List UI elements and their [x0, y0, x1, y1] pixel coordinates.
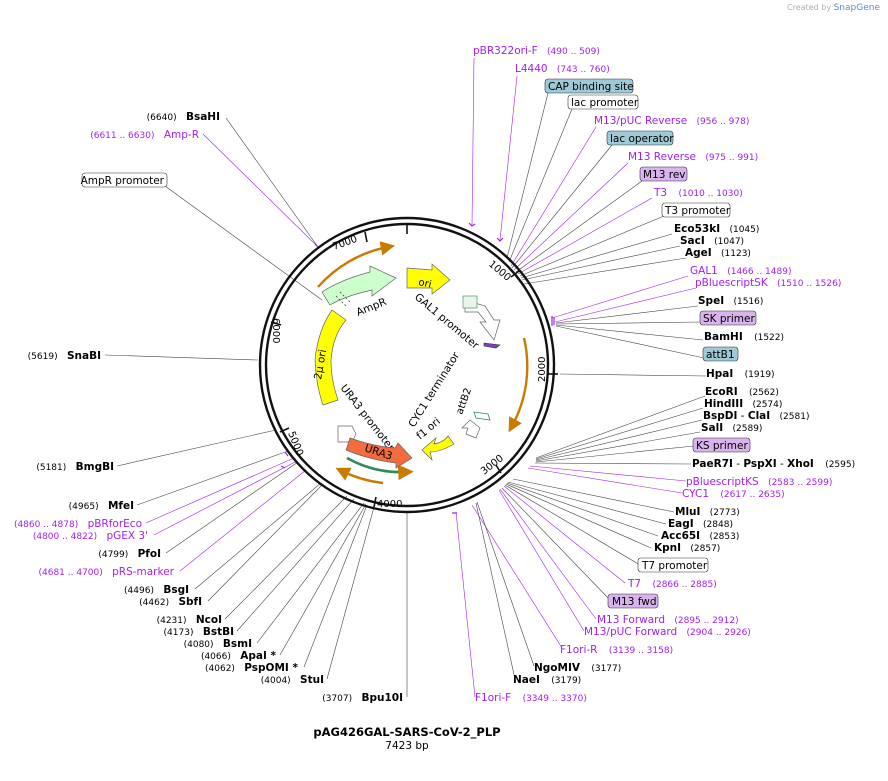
label-ks-primer: KS primer — [696, 440, 748, 452]
label-ngomiv: NgoMIV (3177) — [534, 662, 621, 674]
label-attb1: attB1 — [706, 349, 735, 361]
feature-attb1-mark[interactable] — [483, 342, 501, 349]
primer-marks — [280, 222, 555, 514]
label-lac-operator: lac operator — [610, 133, 674, 145]
label-ecori: EcoRI (2562) — [705, 386, 779, 398]
label-agei: AgeI (1123) — [685, 247, 751, 259]
label-pbrforeco: (4860 .. 4878) pBRforEco — [14, 518, 142, 530]
label-bsgi: (4496) BsgI — [124, 584, 189, 596]
label-pbluescriptsk: pBluescriptSK (1510 .. 1526) — [695, 277, 841, 289]
label-sk-primer: SK primer — [703, 313, 755, 325]
label-l4440: L4440 (743 .. 760) — [515, 63, 610, 75]
label-eco53ki: Eco53kI (1045) — [674, 223, 759, 235]
label-boxes — [81, 78, 757, 609]
feature-label-ampr: AmpR — [355, 296, 389, 319]
label-cap-binding-site: CAP binding site — [548, 81, 634, 93]
feature-label-2micron-ori: 2µ ori — [312, 349, 329, 381]
label-t3-promoter: T3 promoter — [664, 205, 731, 217]
label-pfoi: (4799) PfoI — [98, 548, 161, 560]
feature-ampr[interactable] — [321, 265, 397, 306]
tick-marks — [270, 224, 558, 508]
feature-2micron-ori[interactable] — [314, 309, 347, 406]
backbone-outer — [258, 216, 556, 514]
label-bsahi: (6640) BsaHI — [147, 111, 220, 123]
label-lac-promoter: lac promoter — [571, 97, 639, 109]
feature-cyc1-terminator[interactable] — [461, 419, 481, 439]
leader-lines — [104, 57, 707, 698]
label-ampr-promoter: AmpR promoter — [81, 175, 165, 187]
label-hindiii: HindIII (2574) — [704, 398, 782, 410]
label-pgex-3: (4800 .. 4822) pGEX 3' — [33, 530, 148, 542]
label-kpni: KpnI (2857) — [654, 542, 720, 554]
label-saci: SacI (1047) — [680, 235, 744, 247]
label-bamhi: BamHI (1522) — [704, 331, 784, 343]
label-bpu10i: (3707) Bpu10I — [322, 692, 403, 704]
label-acc65i: Acc65I (2853) — [661, 530, 739, 542]
snapgene-credit: Created by SnapGene — [787, 3, 880, 13]
label-sbfi: (4462) SbfI — [139, 596, 202, 608]
backbone-inner — [264, 222, 550, 508]
tick-label-2000: 2000 — [537, 357, 548, 382]
feature-label-attb2: attB2 — [454, 387, 474, 416]
label-spei: SpeI (1516) — [698, 295, 763, 307]
label-prs-marker: (4681 .. 4700) pRS-marker — [38, 566, 174, 578]
orange-arcs — [317, 241, 529, 485]
label-bmgbi: (5181) BmgBI — [36, 461, 114, 473]
tick-label-4000: 4000 — [377, 499, 402, 510]
label-gal1: GAL1 (1466 .. 1489) — [690, 265, 791, 277]
label-mfei: (4965) MfeI — [69, 500, 134, 512]
label-amp-r: (6611 .. 6630) Amp-R — [90, 129, 199, 141]
gal1-marker-block — [462, 295, 478, 309]
feature-ori[interactable] — [406, 263, 451, 295]
feature-f1-ori[interactable] — [421, 435, 455, 462]
label-ncoi: (4231) NcoI — [157, 614, 222, 626]
label-m13-rev-box: M13 rev — [643, 169, 686, 181]
label-cyc1: CYC1 (2617 .. 2635) — [682, 488, 785, 500]
label-paer7i-pspxi-xhoi: PaeR7I - PspXI - XhoI (2595) — [692, 458, 855, 470]
label-sali: SalI (2589) — [701, 422, 762, 434]
tick-label-1000: 1000 — [486, 259, 513, 284]
label-t3: T3 (1010 .. 1030) — [653, 187, 743, 199]
plasmid-name: pAG426GAL-SARS-CoV-2_PLP — [313, 725, 500, 740]
label-bspdi-clai: BspDI - ClaI (2581) — [703, 410, 809, 422]
label-pspomi: (4062) PspOMI * — [205, 662, 298, 674]
label-m13-reverse: M13 Reverse (975 .. 991) — [628, 151, 758, 163]
plasmid-length: 7423 bp — [385, 740, 429, 752]
label-t7-promoter: T7 promoter — [641, 560, 708, 572]
label-m13puc-reverse: M13/pUC Reverse (956 .. 978) — [594, 115, 749, 127]
label-bsmi: (4080) BsmI — [184, 638, 252, 650]
label-m13puc-forward: M13/pUC Forward (2904 .. 2926) — [584, 626, 751, 638]
label-t7: T7 (2866 .. 2885) — [627, 578, 717, 590]
label-m13-forward: M13 Forward (2895 .. 2912) — [597, 614, 739, 626]
tick-label-3000: 3000 — [479, 453, 506, 477]
label-mlui: MluI (2773) — [675, 506, 740, 518]
label-hpai: HpaI (1919) — [706, 368, 775, 380]
label-apai: (4066) ApaI * — [201, 650, 277, 662]
label-m13-fwd-box: M13 fwd — [612, 596, 657, 608]
label-stui: (4004) StuI — [261, 674, 324, 686]
feature-ura3-promoter[interactable] — [337, 425, 357, 443]
label-bstbi: (4173) BstBI — [164, 626, 234, 638]
feature-gal1-promoter[interactable] — [464, 299, 501, 341]
snapgene-logo: SnapGene — [833, 3, 880, 13]
label-eagi: EagI (2848) — [668, 518, 733, 530]
label-f1ori-f: F1ori-F (3349 .. 3370) — [475, 692, 587, 704]
label-pbr322ori-f: pBR322ori-F (490 .. 509) — [473, 45, 600, 57]
feature-label-ori: ori — [417, 277, 432, 290]
label-f1ori-r: F1ori-R (3139 .. 3158) — [560, 644, 673, 656]
feature-attb2[interactable] — [473, 411, 491, 421]
label-snabi: (5619) SnaBI — [28, 350, 101, 362]
green-arc — [346, 456, 414, 481]
label-naei: NaeI (3179) — [513, 674, 581, 686]
tick-label-6000: 6000 — [270, 318, 281, 343]
feature-ura3[interactable] — [345, 437, 413, 469]
label-pbluescriptks: pBluescriptKS (2583 .. 2599) — [686, 476, 832, 488]
